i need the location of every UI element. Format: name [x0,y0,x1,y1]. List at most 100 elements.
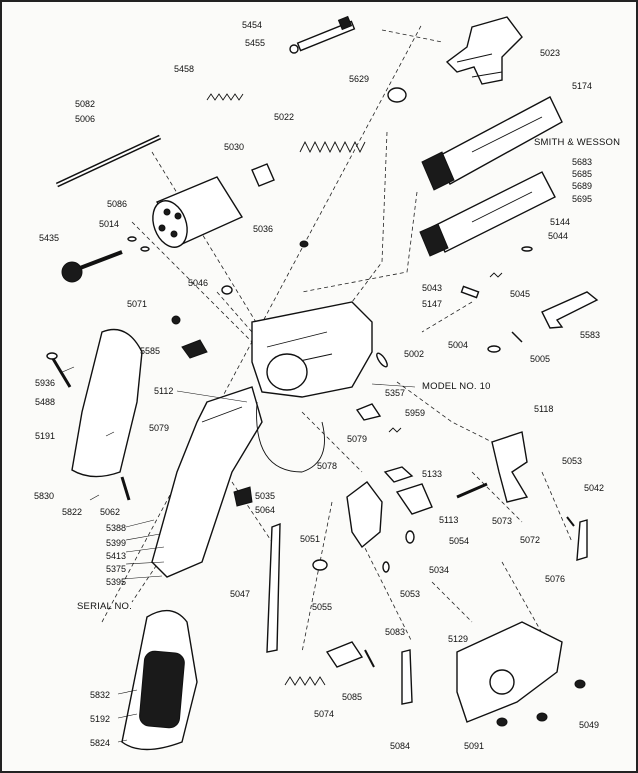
leader-lines [59,366,416,743]
label-5035: 5035 [255,491,276,501]
label-5030: 5030 [224,142,245,152]
label-5062: 5062 [100,507,121,517]
label-5076: 5076 [545,574,566,584]
label-5357: 5357 [385,388,406,398]
label-5044: 5044 [548,231,569,241]
label-5083: 5083 [385,627,406,637]
label-5685: 5685 [572,169,593,179]
label-5055: 5055 [312,602,333,612]
label-5086: 5086 [107,199,128,209]
label-5824: 5824 [90,738,111,748]
label-5082: 5082 [75,99,96,109]
part-5076 [576,519,588,561]
label-5054: 5054 [449,536,470,546]
label-5583: 5583 [580,330,601,340]
label-5832: 5832 [90,690,111,700]
label-5047: 5047 [230,589,251,599]
label-5084: 5084 [390,741,411,751]
barrel-5683 [419,171,556,257]
label-5191: 5191 [35,431,56,441]
label-5488: 5488 [35,397,56,407]
label-5034: 5034 [429,565,450,575]
label-5118: 5118 [534,404,554,414]
label-5388: 5388 [106,523,127,533]
label-5375: 5375 [106,564,127,574]
label-5053-a: 5053 [562,456,583,466]
label-5395: 5395 [106,577,127,587]
label-5113: 5113 [439,515,459,525]
part-5113 [395,483,433,515]
label-5413: 5413 [106,551,127,561]
part-5073 [456,482,488,499]
label-5043: 5043 [422,283,443,293]
label-5695: 5695 [572,194,593,204]
part-5585 [181,339,208,359]
label-5936: 5936 [35,378,56,388]
label-5073: 5073 [492,516,513,526]
label-5078: 5078 [317,461,338,471]
label-5079-b: 5079 [347,434,368,444]
label-5079-a: 5079 [149,423,170,433]
small-pins [127,236,533,368]
label-5046: 5046 [188,278,209,288]
screw-5936 [46,352,72,388]
part-5959 [355,403,382,421]
label-5585: 5585 [140,346,161,356]
label-5023: 5023 [540,48,561,58]
label-5045: 5045 [510,289,531,299]
label-5071: 5071 [127,299,148,309]
ejector-rod [289,15,356,54]
part-5133 [383,466,414,483]
label-5004: 5004 [448,340,469,350]
label-5014: 5014 [99,219,120,229]
label-5144: 5144 [550,217,571,227]
trigger-guard [256,401,325,473]
label-5049: 5049 [579,720,600,730]
label-5051: 5051 [300,534,321,544]
label-5129: 5129 [448,634,469,644]
barrel-5174 [421,96,563,191]
spring-5074 [284,676,326,686]
trigger-5118 [491,431,529,503]
spring-5022 [299,140,366,154]
label-5435: 5435 [39,233,60,243]
extractor [61,250,123,283]
label-smith-wesson: SMITH & WESSON [534,137,621,148]
label-5458: 5458 [174,64,195,74]
label-5074: 5074 [314,709,335,719]
label-5147: 5147 [422,299,443,309]
yoke [445,16,523,85]
part-5583 [541,291,599,329]
label-5085: 5085 [342,692,363,702]
label-5822: 5822 [62,507,83,517]
mainspring [266,522,281,653]
label-5036: 5036 [253,224,274,234]
part-5629 [387,87,407,103]
label-5091: 5091 [464,741,485,751]
cylinder [152,176,244,248]
label-5006: 5006 [75,114,96,124]
hammer [346,481,383,549]
label-5959: 5959 [405,408,426,418]
label-5830: 5830 [34,491,55,501]
spring-5458 [206,93,244,101]
label-5005: 5005 [530,354,551,364]
part-5035 [233,486,253,507]
part-5055 [312,559,328,571]
label-5174: 5174 [572,81,593,91]
grip-5192 [121,609,198,751]
label-5064-a: 5064 [255,505,276,515]
label-5022: 5022 [274,112,295,122]
label-5455: 5455 [245,38,266,48]
label-5002: 5002 [404,349,425,359]
label-5112: 5112 [154,386,174,396]
label-model-no: MODEL NO. 10 [422,381,491,392]
label-5072: 5072 [520,535,541,545]
label-5399: 5399 [106,538,127,548]
label-5629: 5629 [349,74,370,84]
label-5133: 5133 [422,469,443,479]
label-5053-b: 5053 [400,589,421,599]
part-5030 [251,163,275,187]
